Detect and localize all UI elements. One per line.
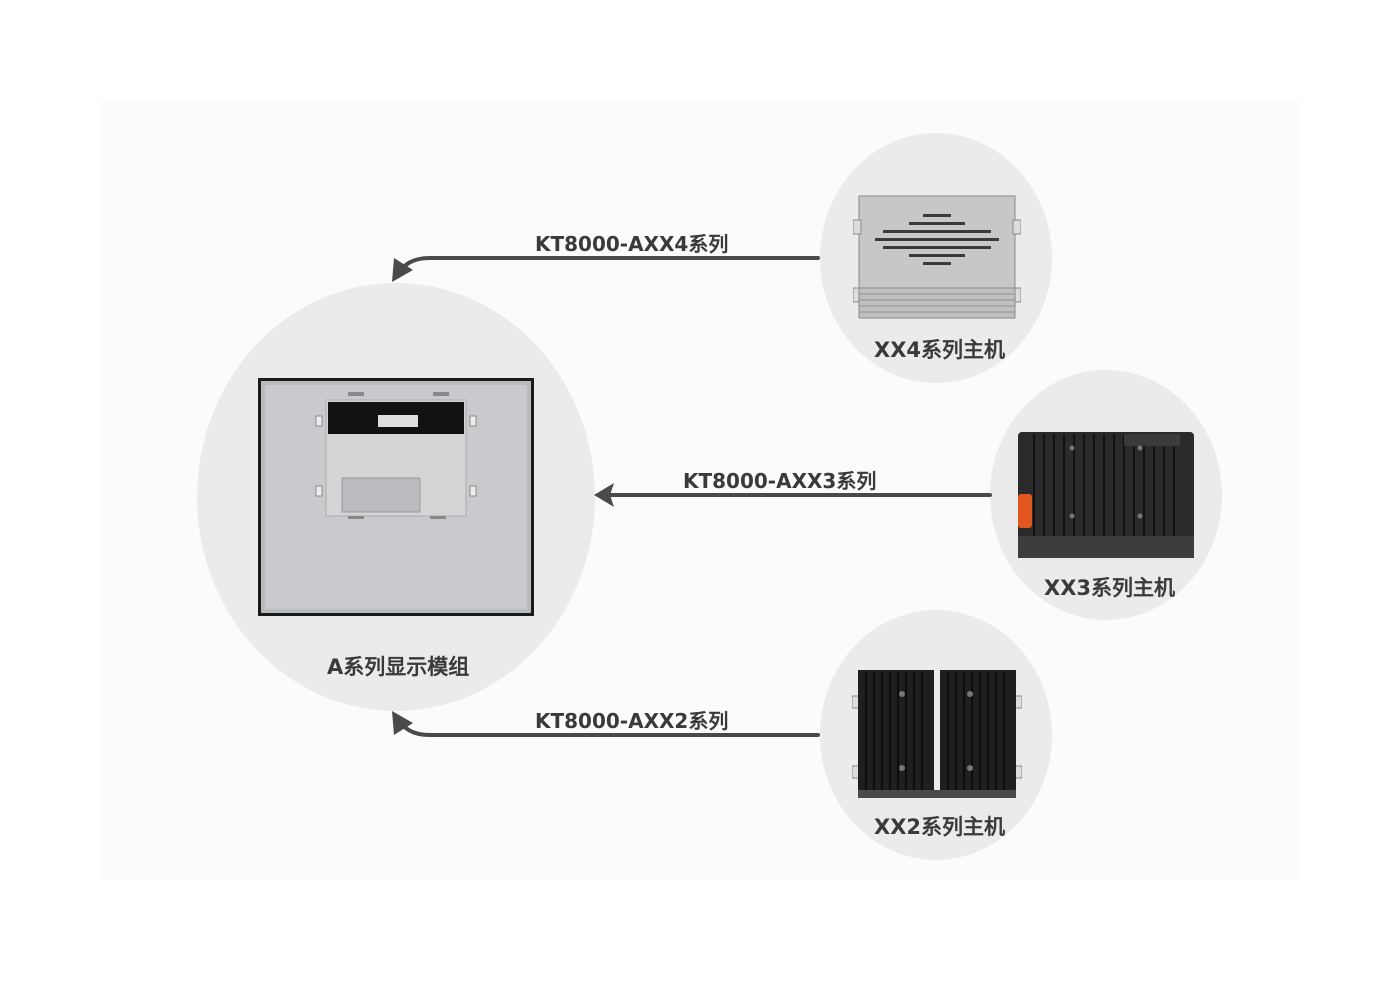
xx4-host-label: XX4系列主机 xyxy=(874,338,1005,362)
xx3-host-image xyxy=(1018,432,1194,558)
connector-xx4 xyxy=(396,256,820,278)
xx3-host-label: XX3系列主机 xyxy=(1044,576,1175,600)
xx2-host-image xyxy=(852,670,1022,798)
display-module-label: A系列显示模组 xyxy=(327,655,470,679)
connection-label-xx4: KT8000-AXX4系列 xyxy=(535,232,729,256)
connection-label-xx3: KT8000-AXX3系列 xyxy=(683,469,877,493)
arrowhead-xx2 xyxy=(392,711,413,735)
connection-label-xx2: KT8000-AXX2系列 xyxy=(535,709,729,733)
display-module-image xyxy=(258,378,534,616)
arrowhead-xx4 xyxy=(392,258,413,282)
arrowhead-xx3 xyxy=(594,483,614,507)
xx2-host-label: XX2系列主机 xyxy=(874,815,1005,839)
xx4-host-image xyxy=(853,195,1021,319)
